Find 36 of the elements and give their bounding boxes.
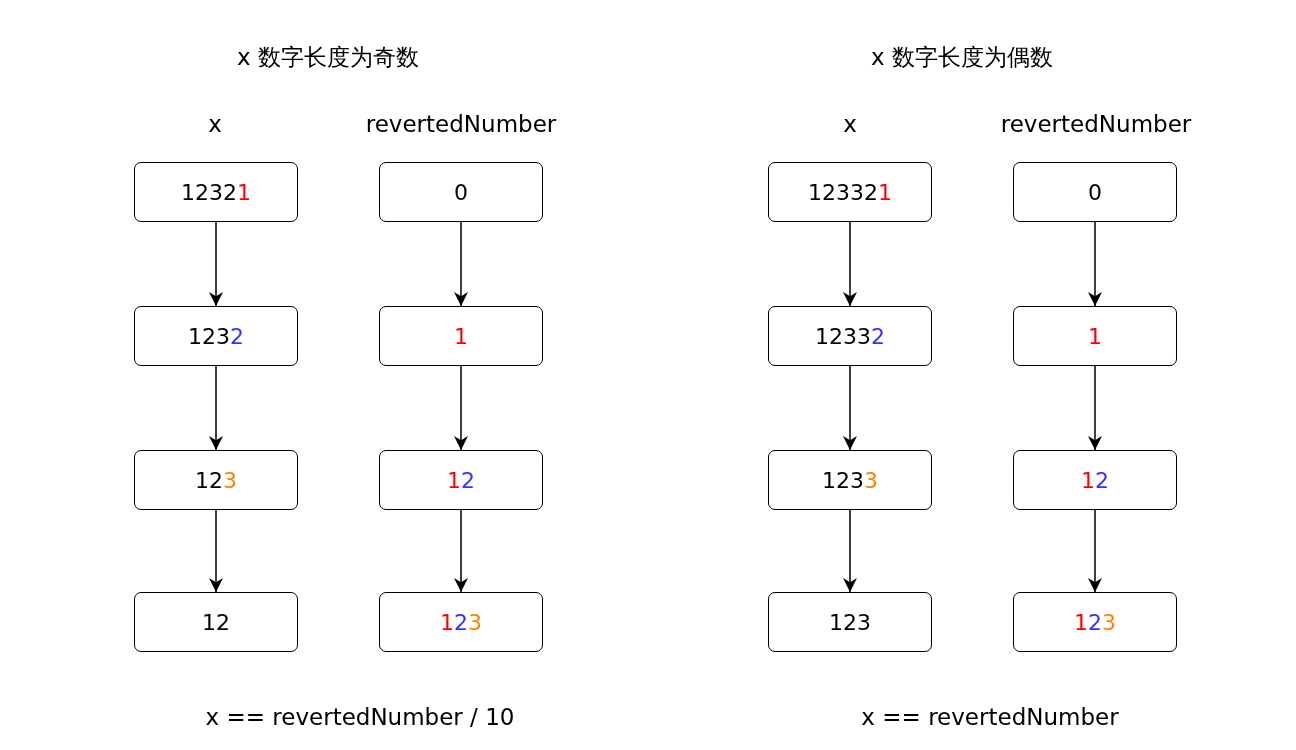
arrow [209, 509, 223, 593]
column-header: x [843, 111, 857, 137]
arrow [209, 221, 223, 307]
arrow [209, 365, 223, 451]
panel-title: x 数字长度为偶数 [871, 42, 1053, 72]
number-box: 12332 [768, 306, 932, 366]
arrow [843, 509, 857, 593]
number-box: 12 [1013, 450, 1177, 510]
number-box: 12321 [134, 162, 298, 222]
arrow [454, 221, 468, 307]
number-box: 123 [134, 450, 298, 510]
arrow [1088, 221, 1102, 307]
number-box: 1 [379, 306, 543, 366]
arrow [1088, 509, 1102, 593]
number-box: 1 [1013, 306, 1177, 366]
number-box: 123 [1013, 592, 1177, 652]
number-box: 0 [1013, 162, 1177, 222]
number-box: 123 [768, 592, 932, 652]
number-box: 123321 [768, 162, 932, 222]
arrow [454, 509, 468, 593]
arrow [843, 365, 857, 451]
number-box: 12 [134, 592, 298, 652]
arrow [843, 221, 857, 307]
number-box: 123 [379, 592, 543, 652]
arrow [1088, 365, 1102, 451]
formula-caption: x == revertedNumber [861, 704, 1119, 730]
arrow [454, 365, 468, 451]
number-box: 1232 [134, 306, 298, 366]
column-header: revertedNumber [365, 111, 557, 137]
number-box: 0 [379, 162, 543, 222]
number-box: 1233 [768, 450, 932, 510]
column-header: x [208, 111, 222, 137]
number-box: 12 [379, 450, 543, 510]
panel-title: x 数字长度为奇数 [237, 42, 419, 72]
column-header: revertedNumber [1000, 111, 1192, 137]
formula-caption: x == revertedNumber / 10 [205, 704, 515, 730]
